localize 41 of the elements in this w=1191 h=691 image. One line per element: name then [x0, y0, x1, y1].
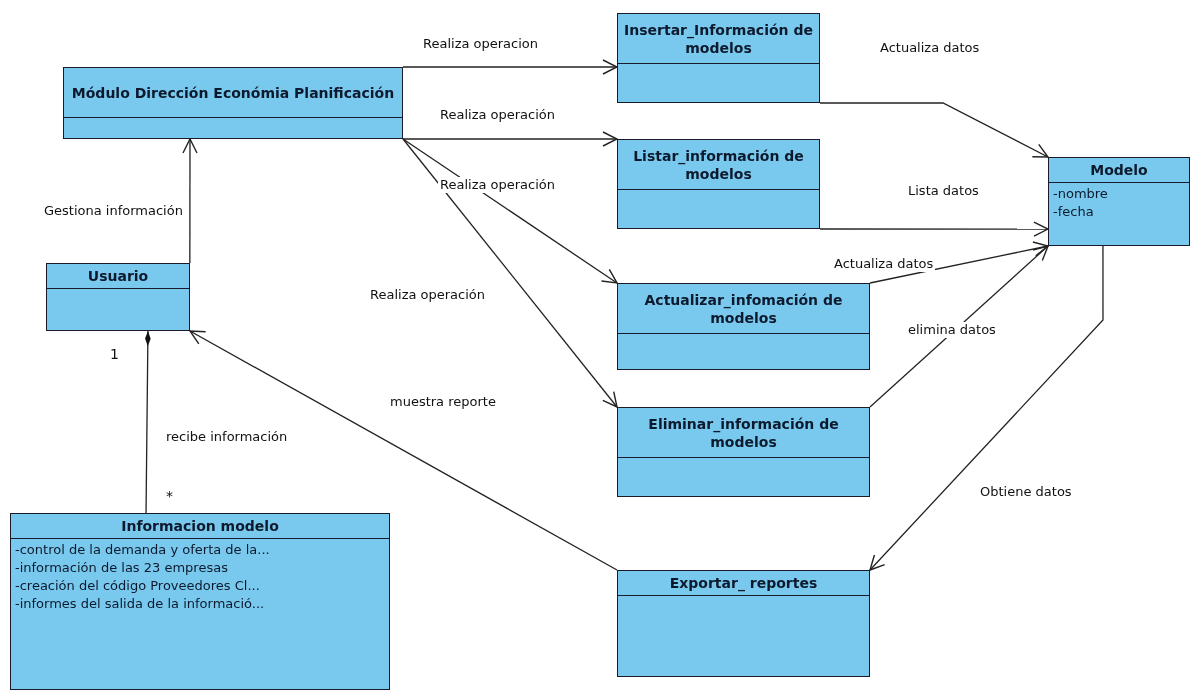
edge-label: elimina datos [906, 322, 998, 338]
multiplicity-label: * [166, 488, 173, 504]
class-attribute: -nombre [1053, 185, 1109, 203]
class-attribute: -información de las 23 empresas [15, 559, 229, 577]
composition-line [145, 330, 151, 514]
class-name: Listar_información de modelos [632, 146, 805, 183]
class-name: Usuario [87, 267, 149, 285]
class-attribute: -informes del salida de la informació... [15, 595, 266, 613]
arrow [182, 138, 198, 264]
arrow [189, 330, 618, 571]
class-attribute: -creación del código Proveedores Cl... [15, 577, 261, 595]
class-box [63, 67, 403, 139]
arrow [402, 131, 618, 147]
arrow [819, 221, 1049, 237]
arrow [402, 59, 618, 75]
class-attribute: -fecha [1053, 203, 1095, 221]
class-name: Eliminar_información de modelos [647, 414, 840, 451]
arrow [869, 245, 1049, 408]
arrow [402, 138, 618, 284]
class-box [617, 283, 870, 370]
edge-label: Actualiza datos [832, 256, 936, 272]
class-box [617, 13, 820, 103]
class-name: Modelo [1090, 161, 1148, 179]
edge-label: muestra reporte [388, 394, 498, 410]
class-name: Actualizar_infomación de modelos [643, 290, 844, 327]
arrow [869, 245, 1104, 571]
class-box [10, 513, 390, 690]
arrow [869, 241, 1049, 284]
class-box [617, 407, 870, 497]
class-name: Informacion modelo [121, 517, 279, 535]
arrow [402, 138, 618, 408]
class-name: Exportar_ reportes [669, 574, 818, 592]
class-name: Módulo Dirección Económia Planificación [71, 83, 395, 102]
class-name: Insertar_Información de modelos [623, 20, 814, 57]
class-box [617, 570, 870, 677]
class-box [46, 263, 190, 331]
class-box [1048, 157, 1190, 246]
class-box [617, 139, 820, 229]
arrow [819, 102, 1049, 158]
multiplicity-label: 1 [110, 346, 119, 362]
class-attribute: -control de la demanda y oferta de la... [15, 541, 271, 559]
